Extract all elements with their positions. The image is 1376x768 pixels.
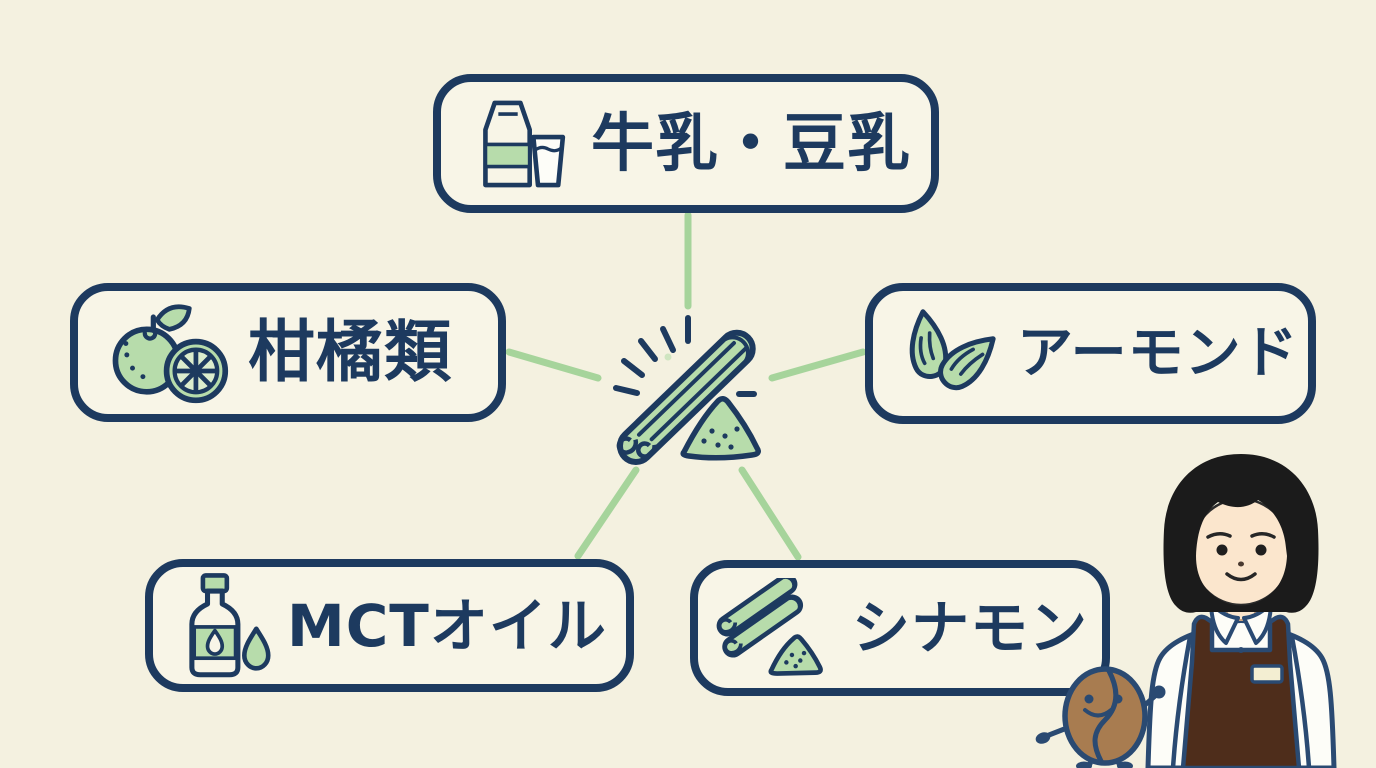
node-cinnamon: シナモン [690,560,1110,696]
oil-bottle-and-drop-icon [179,571,271,681]
node-label: 柑橘類 [248,313,452,391]
milk-carton-and-glass-icon [467,91,573,197]
citrus-whole-and-slice-icon [104,300,232,406]
cinnamon-stick-and-powder-icon [613,315,761,465]
connector-bottom-right [738,466,802,561]
node-almond: アーモンド [865,283,1316,424]
connector-left [505,348,602,382]
node-label: アーモンド [1017,320,1299,386]
cinnamon-stick [616,329,756,465]
two-almonds-icon [895,305,1003,403]
sparkle-icon [613,315,757,397]
node-label: MCTオイル [287,591,607,660]
sparkle-dot [664,353,672,361]
node-label: 牛乳・豆乳 [591,107,911,180]
node-citrus: 柑橘類 [70,283,506,422]
node-mct-oil: MCTオイル [145,559,634,692]
connector-lines [505,211,867,561]
node-milk-soymilk: 牛乳・豆乳 [433,74,939,213]
cinnamon-sticks-and-powder-icon [712,578,844,678]
connector-bottom-left [574,466,640,560]
connector-right [768,348,867,382]
node-label: シナモン [852,594,1089,662]
cinnamon-powder-pile [680,396,761,461]
